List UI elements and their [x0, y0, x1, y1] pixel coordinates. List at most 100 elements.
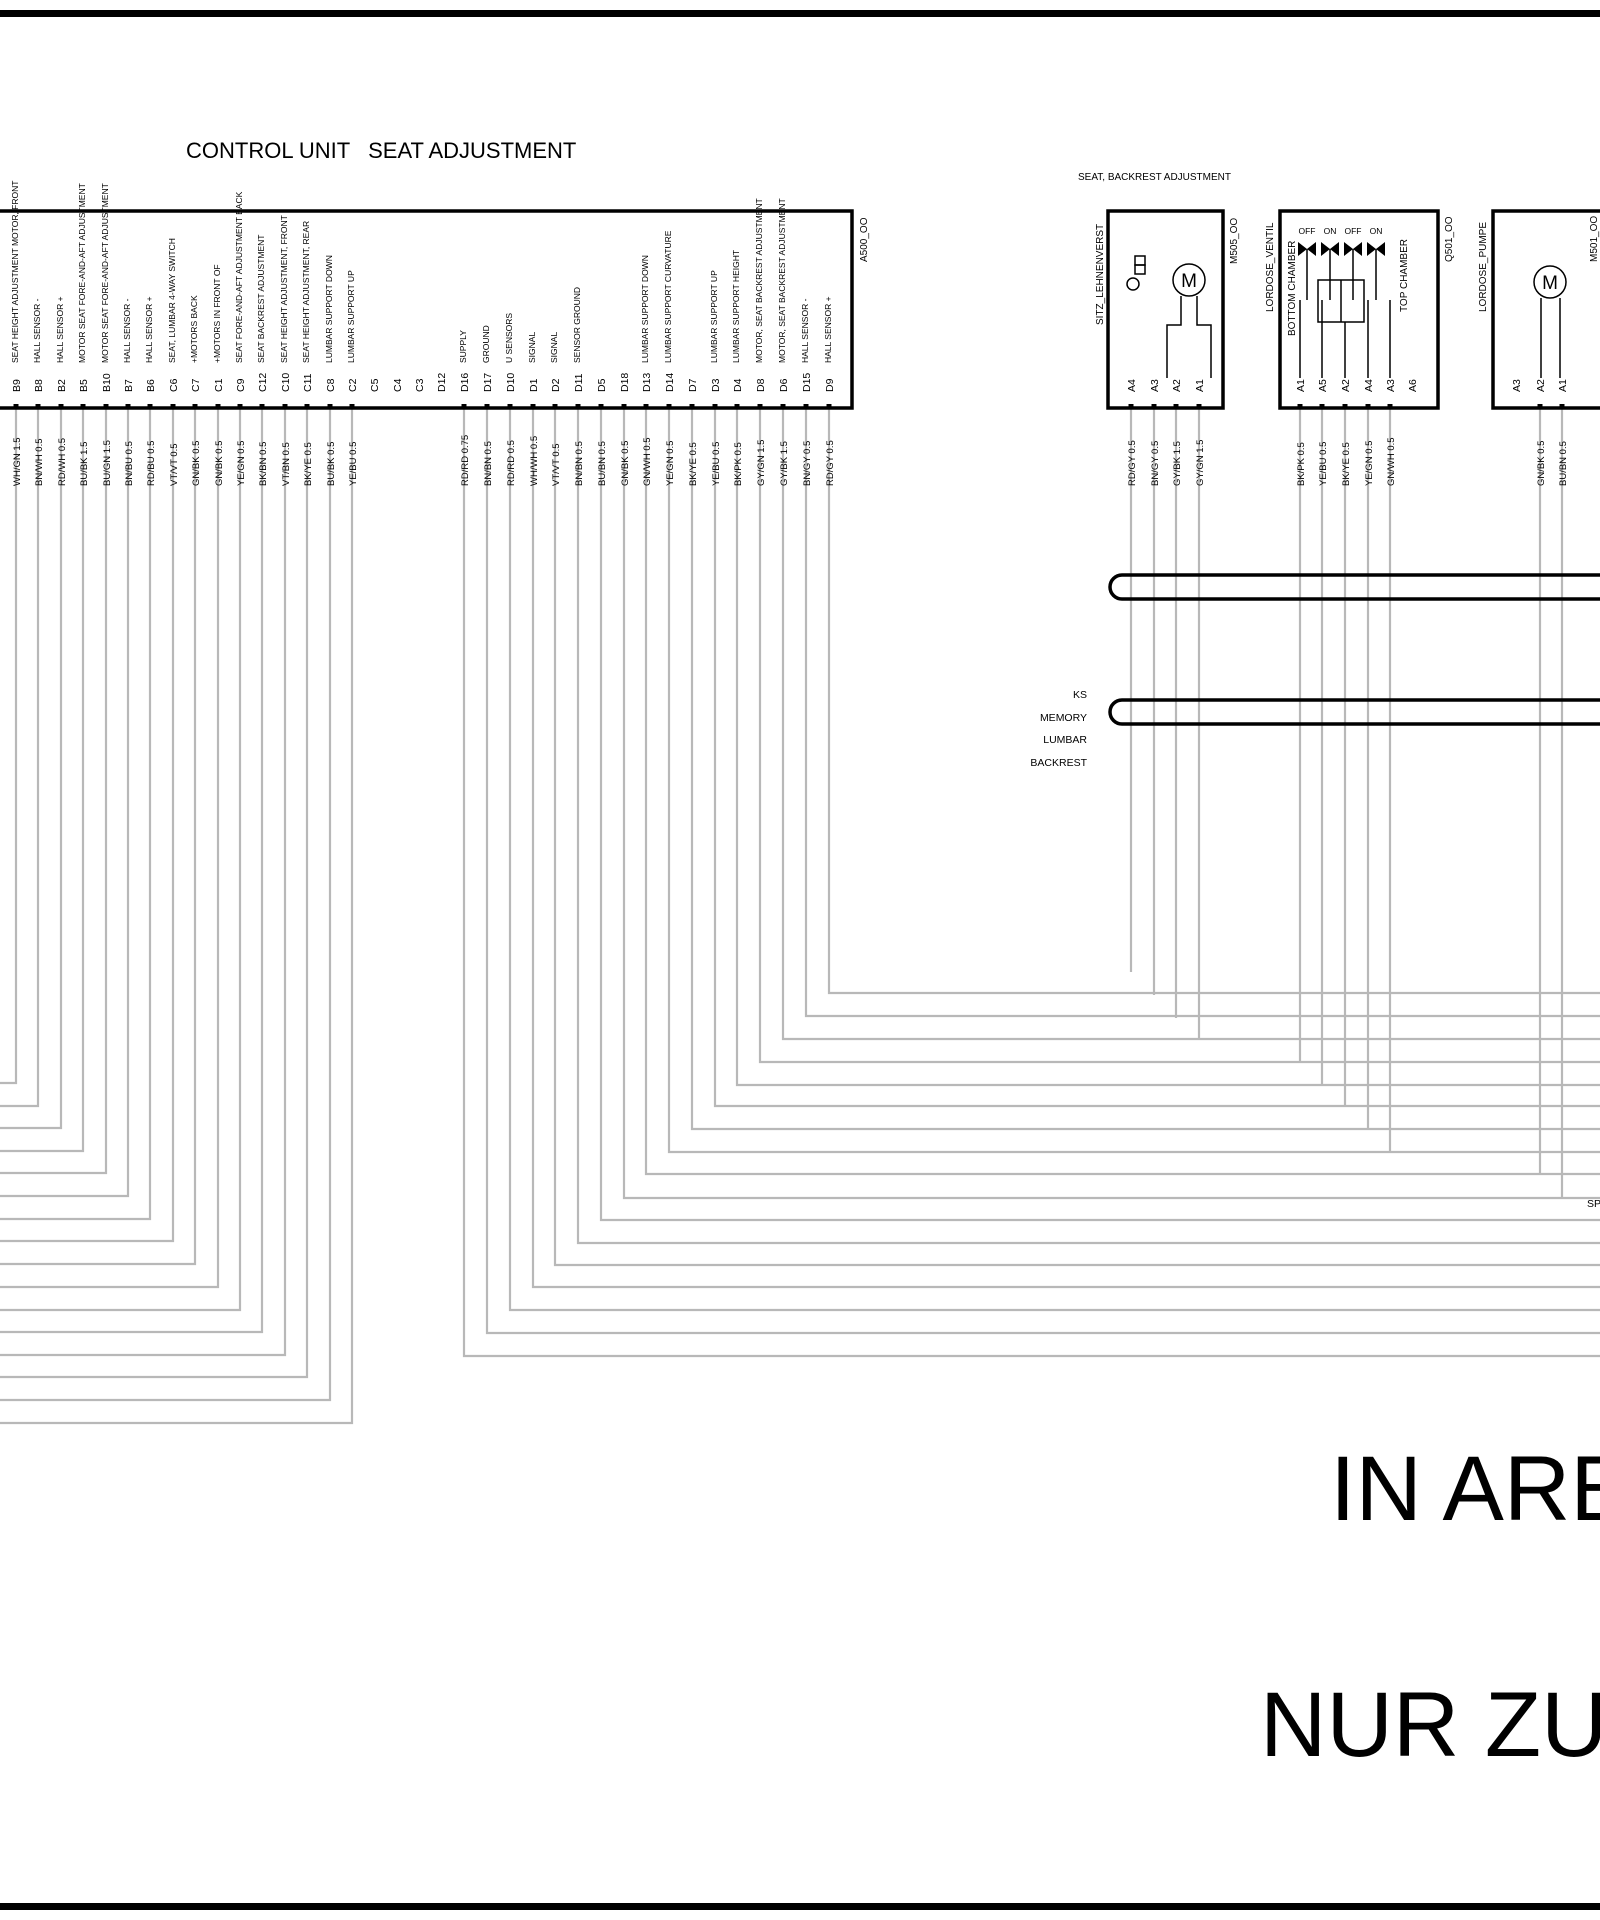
pin-terminal: [689, 404, 695, 409]
pin-description: HALL SENSOR -: [122, 298, 132, 363]
pin-terminal: [125, 404, 131, 409]
pin-terminal: [826, 404, 832, 409]
wire-label: YE/BU 0.5: [711, 442, 722, 486]
pin-terminal: [327, 404, 333, 409]
wire-label: YE/GN 0.5: [665, 441, 676, 486]
q501-name: LORDOSE_VENTIL: [1265, 222, 1276, 312]
wire-label: BU/BK 1.5: [79, 442, 90, 486]
wire-label: YE/BU 0.5: [348, 442, 359, 486]
pin-terminal: [147, 404, 153, 409]
wire-left-12: [0, 408, 287, 1357]
m505-box: [1106, 209, 1225, 410]
pin-number: D15: [801, 373, 813, 392]
pin-description: SIGNAL: [527, 332, 537, 363]
pin-terminal: [58, 404, 64, 409]
valve-state-label: OFF: [1299, 226, 1316, 236]
bus-loop-lower: [1108, 698, 1600, 726]
q501-top-chamber: TOP CHAMBER: [1399, 239, 1410, 312]
pin-description: LUMBAR SUPPORT UP: [709, 270, 719, 363]
m501-pin-a3: A3: [1511, 379, 1523, 392]
wire-label: BN/BU 0.5: [124, 441, 135, 486]
pin-number: D5: [596, 378, 608, 392]
pin-description: HALL SENSOR +: [144, 296, 154, 363]
pin-description: SEAT, LUMBAR 4-WAY SWITCH: [167, 238, 177, 363]
pin-number: D13: [641, 373, 653, 392]
pin-number: C4: [392, 378, 404, 392]
pin-terminal: [757, 404, 763, 409]
valve-icon-0: OFF: [1298, 226, 1316, 300]
pin-number: D9: [824, 378, 836, 392]
wire-label: BK/YE 0.5: [303, 442, 314, 486]
pin-description: LUMBAR SUPPORT CURVATURE: [663, 230, 673, 363]
pin-number: A1: [1194, 379, 1206, 392]
pin-number: C12: [257, 373, 269, 392]
wire-label: BK/PK 0.5: [1296, 442, 1307, 486]
valve-icons: OFF ON OFF ON: [1298, 226, 1391, 378]
wire-label: BU/BN 0.5: [597, 441, 608, 486]
wire-label: VT/BN 0.5: [281, 442, 292, 486]
wire-left-6: [0, 408, 152, 1221]
pin-terminal: [598, 404, 604, 409]
top-border: [0, 10, 1600, 17]
pin-description: HALL SENSOR -: [800, 298, 810, 363]
pin-description: LUMBAR SUPPORT DOWN: [640, 255, 650, 363]
pin-number: C7: [190, 378, 202, 392]
hall-sensor-icon: [1126, 255, 1146, 291]
pin-terminal: [530, 404, 536, 409]
pin-number: C10: [280, 373, 292, 392]
pin-number: C1: [213, 378, 225, 392]
valve-state-label: ON: [1370, 226, 1383, 236]
valve-state-label: ON: [1324, 226, 1337, 236]
pin-number: C5: [369, 378, 381, 392]
wire-label: BN/WH 0.5: [34, 438, 45, 486]
wire-label: BU/BN 0.5: [1558, 441, 1569, 486]
pin-number: D3: [710, 378, 722, 392]
pin-description: SEAT HEIGHT ADJUSTMENT, REAR: [301, 221, 311, 363]
cu-pin-c4: C4: [392, 378, 404, 392]
bus-label-memory: MEMORY: [1040, 712, 1087, 724]
valve-state-label: OFF: [1345, 226, 1362, 236]
pin-description: LUMBAR SUPPORT DOWN: [324, 255, 334, 363]
wire-label: VT/VT 0.5: [169, 443, 180, 486]
pin-terminal: [1537, 404, 1543, 409]
q501-code: Q501_OO: [1444, 216, 1455, 262]
pin-number: D2: [550, 378, 562, 392]
pin-terminal: [13, 404, 19, 409]
wire-left-11: [0, 408, 264, 1334]
wire-label: BK/YE 0.5: [1341, 442, 1352, 486]
wire-right-15: [804, 408, 1600, 1018]
pin-terminal: [484, 404, 490, 409]
wire-left-3: [0, 408, 85, 1153]
pin-description: SIGNAL: [549, 332, 559, 363]
pin-description: SENSOR GROUND: [572, 287, 582, 363]
wire-label: GY/BK 1.5: [779, 441, 790, 486]
pin-description: +MOTORS BACK: [189, 295, 199, 363]
wire-right-8: [644, 408, 1600, 1176]
pin-number: C3: [414, 378, 426, 392]
svg-text:M: M: [1181, 271, 1197, 292]
pin-description: SEAT HEIGHT ADJUSTMENT, FRONT: [279, 215, 289, 363]
pin-number: C11: [302, 373, 314, 392]
wire-right-6: [599, 408, 1600, 1222]
pin-number: C9: [235, 378, 247, 392]
pin-number: A3: [1511, 379, 1523, 392]
edge-label: SP: [1587, 1198, 1600, 1210]
wire-label: GY/BK 1.5: [1172, 441, 1183, 486]
pin-terminal: [215, 404, 221, 409]
wire-left-13: [0, 408, 309, 1379]
wire-right-14: [781, 408, 1600, 1041]
wire-right-10: [690, 408, 1600, 1131]
